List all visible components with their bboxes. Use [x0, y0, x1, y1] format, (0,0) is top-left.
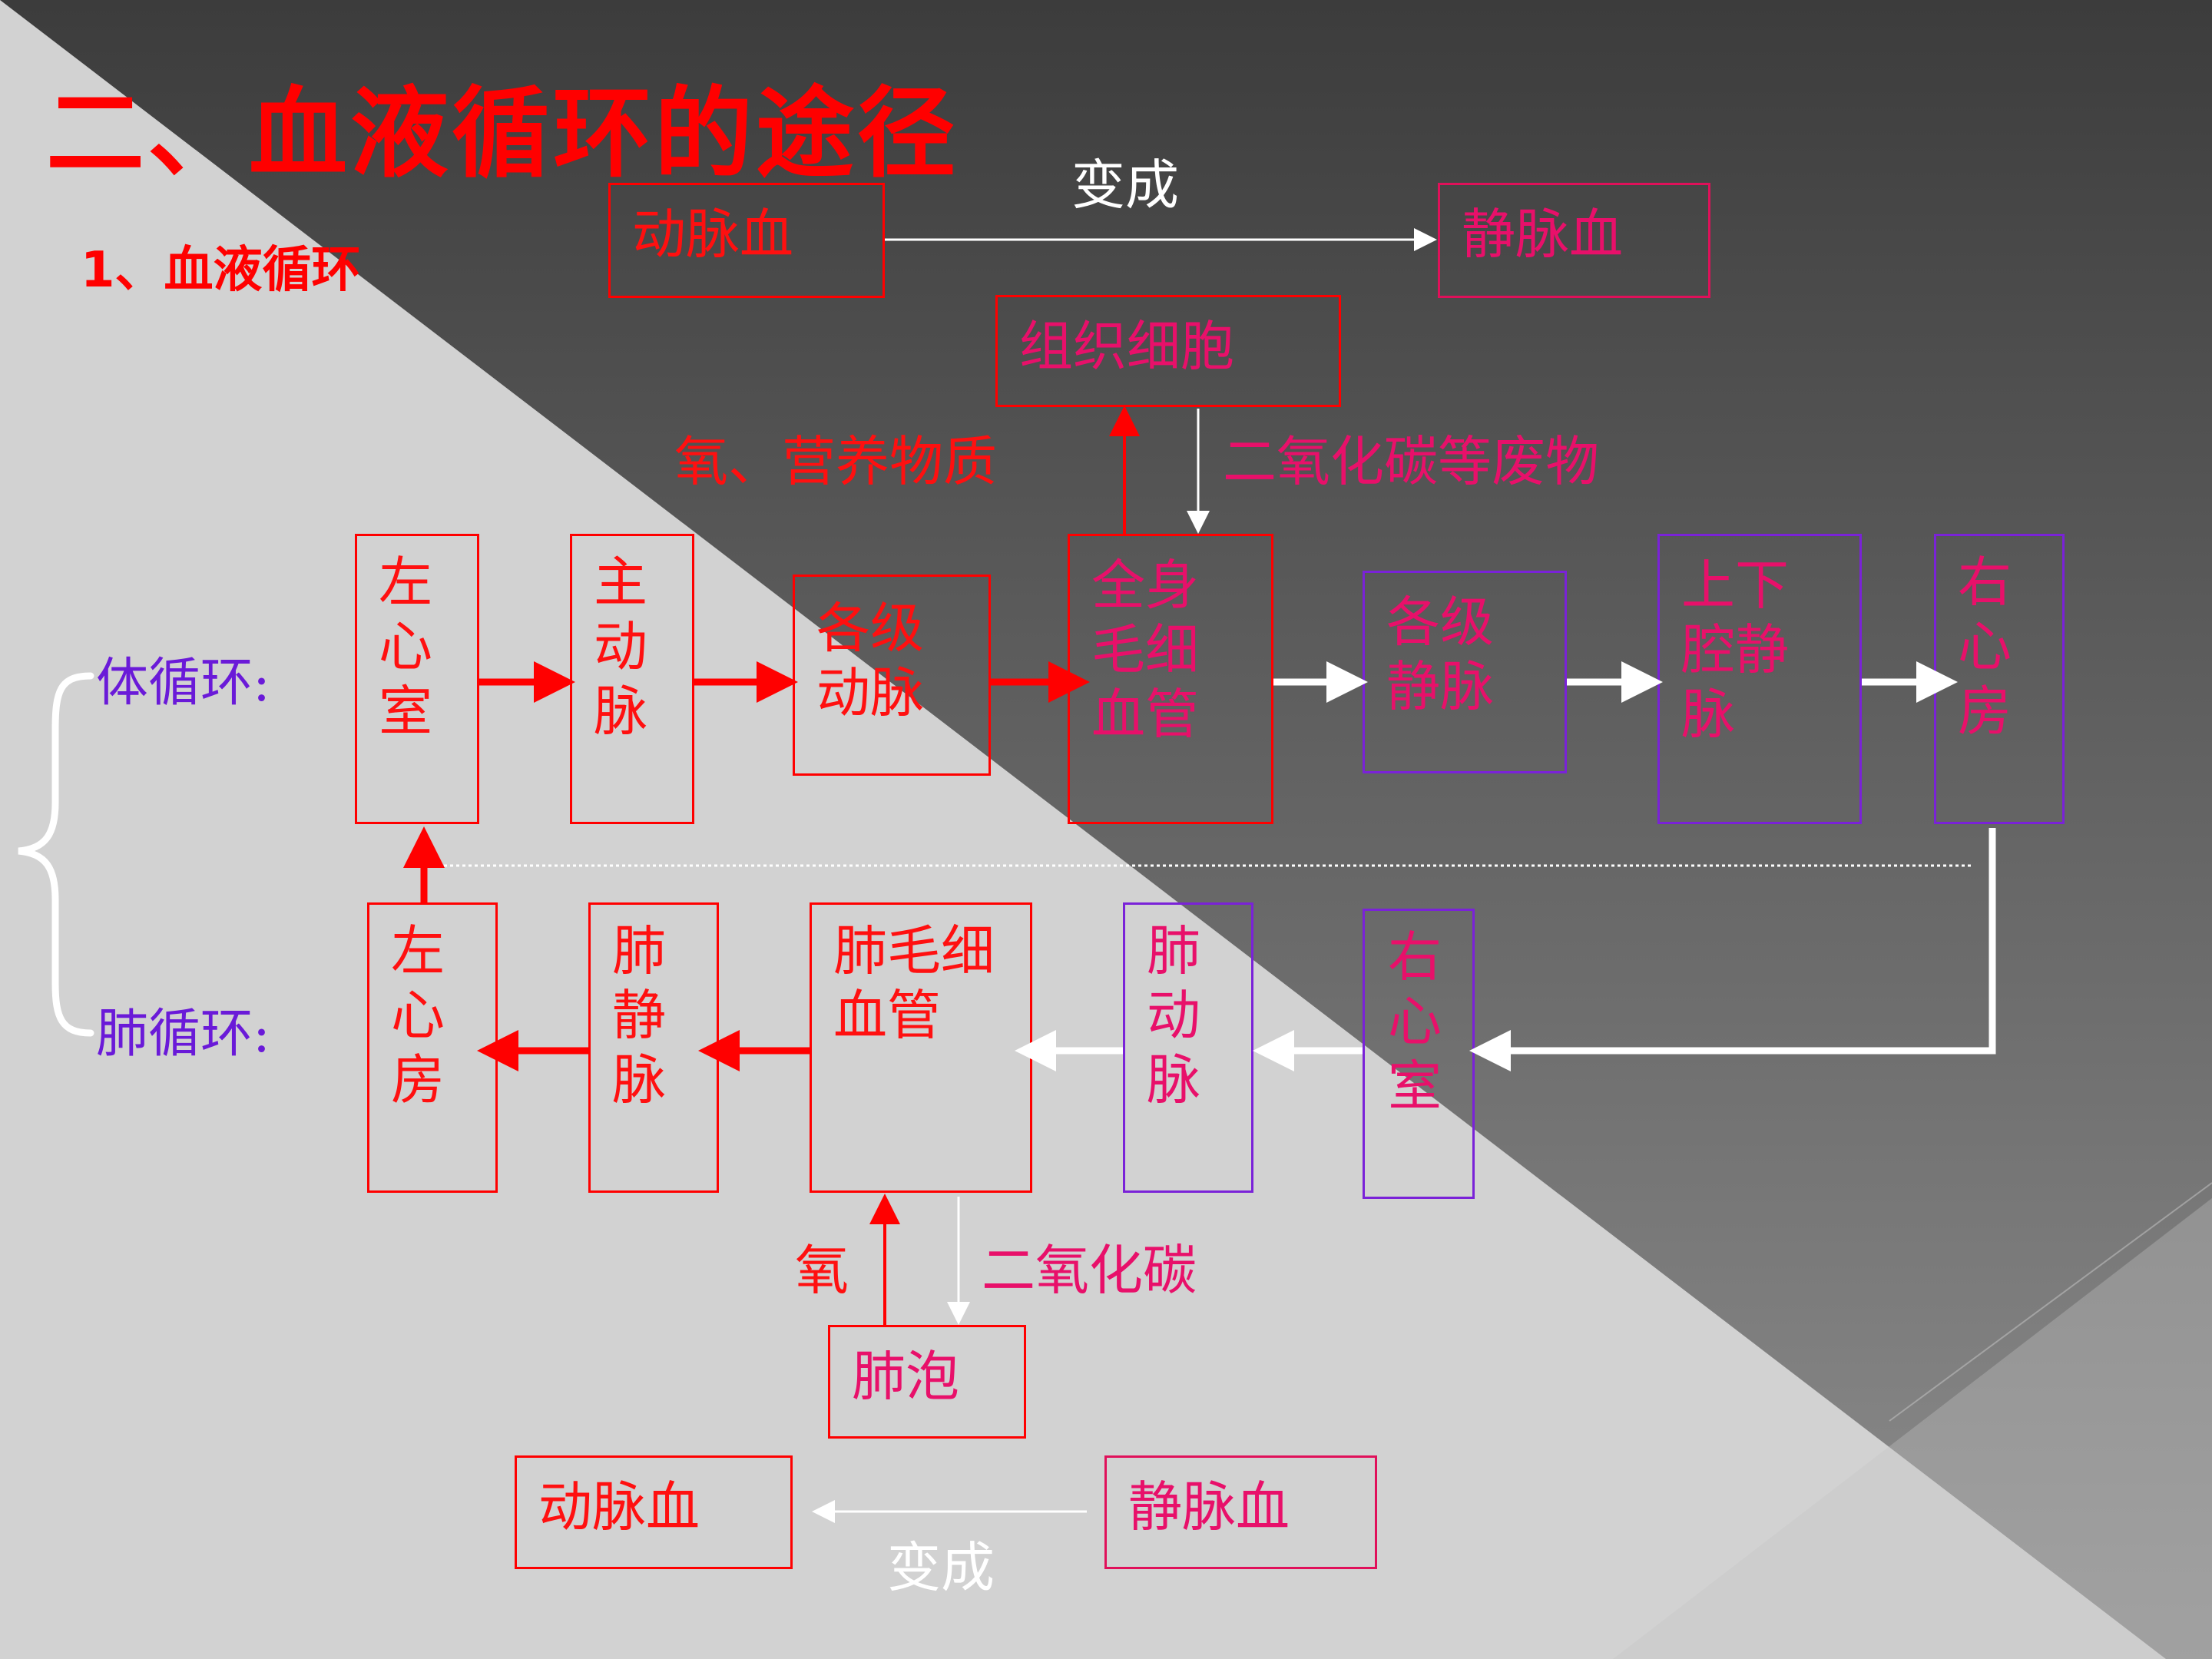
node-label: 全身 毛细 血管	[1091, 554, 1199, 746]
node-label: 上下 腔静 脉	[1681, 554, 1789, 746]
tissue-in-label: 氧、营养物质	[674, 430, 997, 493]
legend-top-to-label: 静脉血	[1462, 203, 1623, 266]
legend-top-from-box: 动脉血	[608, 183, 885, 298]
node-pulmonary-capillaries: 肺毛细 血管	[810, 902, 1032, 1193]
node-label: 右 心 房	[1958, 551, 2012, 743]
alveolus-label: 肺泡	[852, 1345, 959, 1408]
section-subtitle: 1、血液循环	[81, 242, 361, 299]
tissue-cell-label: 组织细胞	[1019, 315, 1234, 378]
alveolus-in-label: 氧	[795, 1239, 849, 1302]
page-title: 二、血液循环的途径	[46, 76, 959, 191]
pulmonary-circulation-label: 肺循环:	[96, 1004, 270, 1065]
node-label: 右 心 室	[1388, 926, 1442, 1118]
alveolus-box: 肺泡	[828, 1325, 1026, 1439]
legend-bottom-from-box: 静脉血	[1104, 1455, 1377, 1569]
tissue-out-label: 二氧化碳等废物	[1223, 430, 1599, 493]
node-pulmonary-vein: 肺 静 脉	[588, 902, 719, 1193]
legend-bottom-to-box: 动脉血	[515, 1455, 793, 1569]
node-arteries: 各级 动脉	[793, 575, 991, 776]
node-pulmonary-artery: 肺 动 脉	[1123, 902, 1253, 1193]
node-left-atrium: 左 心 房	[367, 902, 498, 1193]
tissue-cell-box: 组织细胞	[995, 295, 1341, 407]
node-systemic-capillaries: 全身 毛细 血管	[1068, 534, 1273, 824]
node-label: 肺毛细 血管	[833, 919, 995, 1047]
node-veins: 各级 静脉	[1363, 571, 1567, 773]
node-label: 左 心 室	[379, 551, 432, 743]
node-label: 各级 静脉	[1386, 591, 1494, 718]
node-label: 主 动 脉	[594, 551, 647, 743]
node-label: 肺 动 脉	[1147, 919, 1200, 1111]
legend-top-verb: 变成	[1071, 154, 1179, 217]
systemic-circulation-label: 体循环:	[96, 653, 270, 714]
flow-arrow	[1469, 828, 1996, 1071]
node-left-ventricle: 左 心 室	[355, 534, 479, 824]
legend-top-to-box: 静脉血	[1438, 183, 1710, 298]
legend-top-from-label: 动脉血	[632, 203, 793, 266]
legend-bottom-from-label: 静脉血	[1128, 1475, 1290, 1538]
circulation-brace	[18, 672, 94, 1037]
legend-bottom-to-label: 动脉血	[538, 1475, 700, 1538]
legend-bottom-verb: 变成	[887, 1536, 995, 1599]
node-label: 肺 静 脉	[612, 919, 666, 1111]
node-label: 各级 动脉	[816, 597, 924, 724]
node-label: 左 心 房	[391, 919, 445, 1111]
alveolus-out-label: 二氧化碳	[982, 1239, 1197, 1302]
